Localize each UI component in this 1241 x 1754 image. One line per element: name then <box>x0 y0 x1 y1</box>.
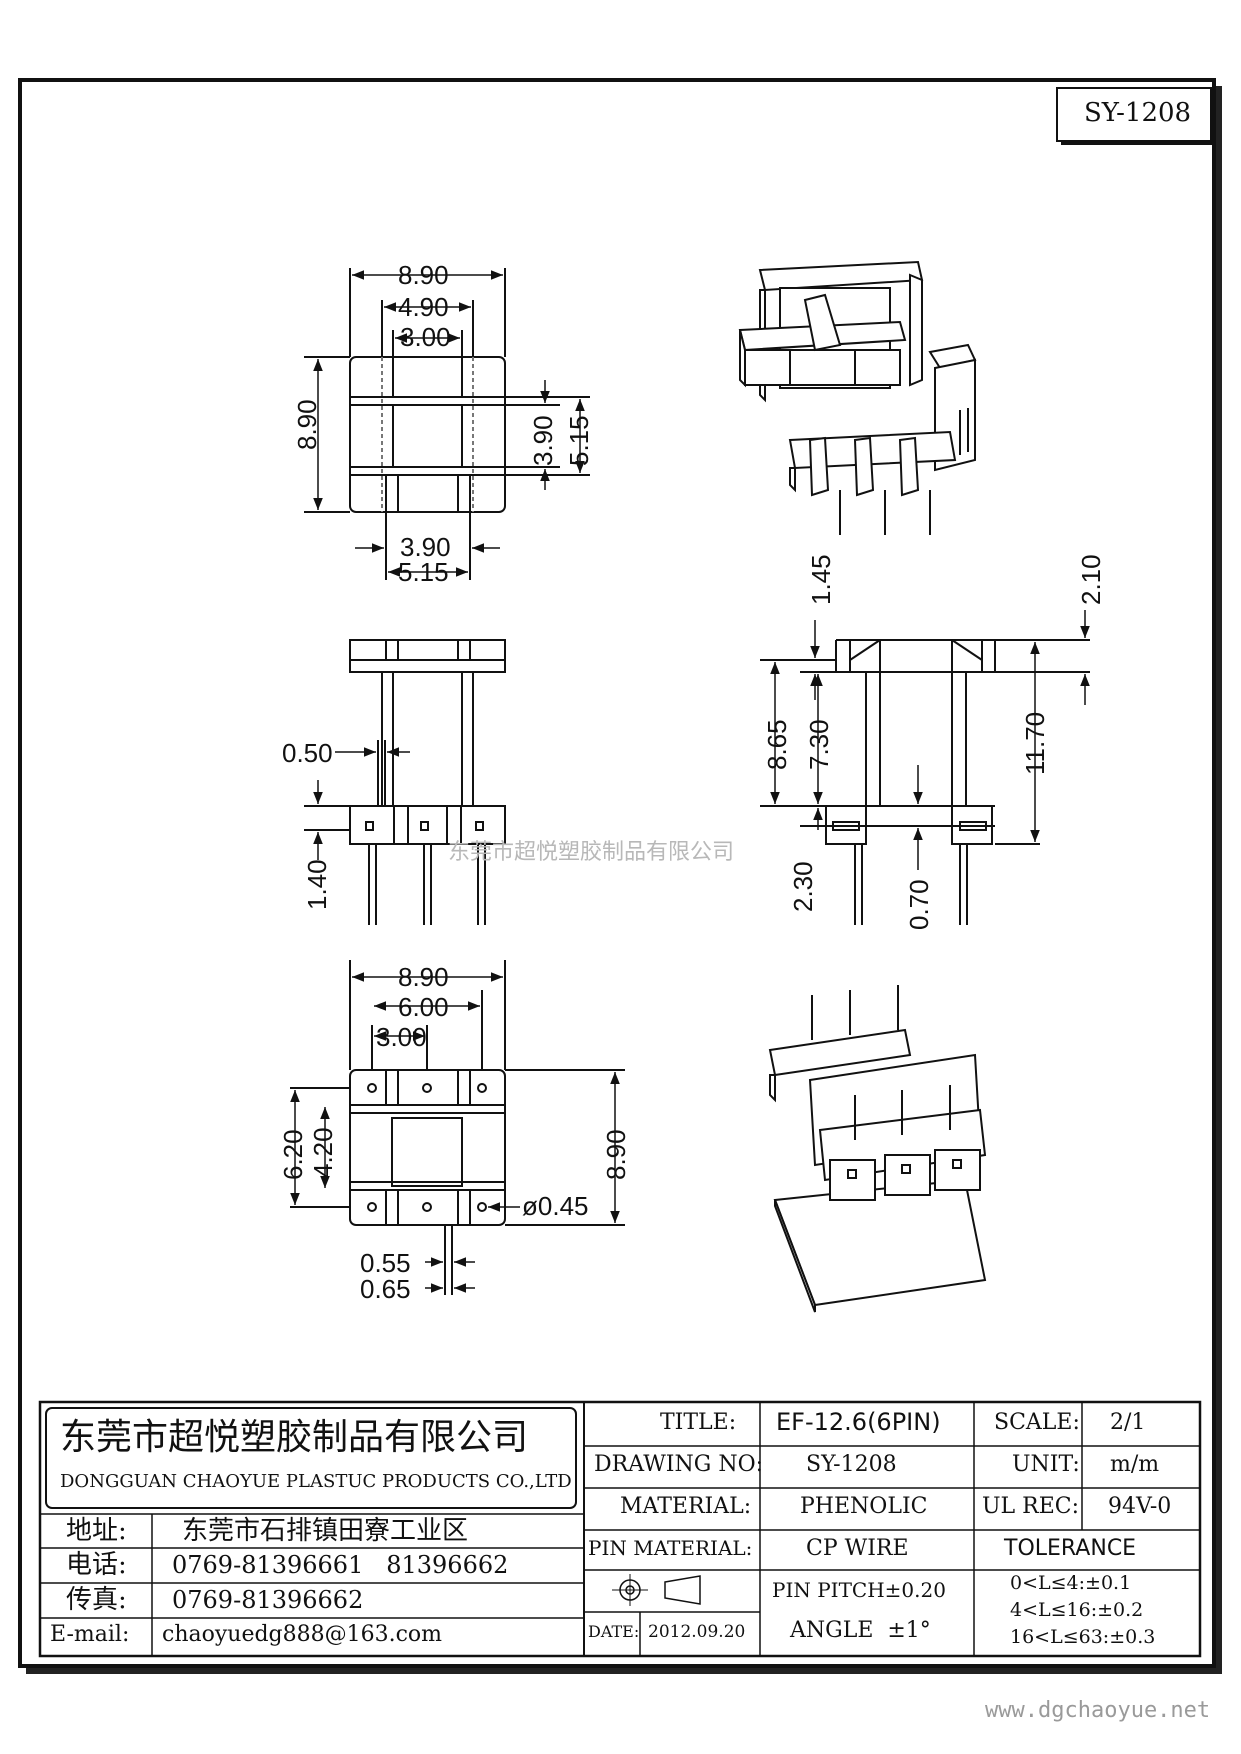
dim-top-bottom-outer: 5.15 <box>398 557 449 587</box>
dim-side-top-right: 2.10 <box>1076 554 1106 605</box>
dim-top-height-overall: 8.90 <box>292 399 322 450</box>
address-value: 东莞市石排镇田寮工业区 <box>182 1516 469 1546</box>
dim-side-foot: 0.70 <box>904 879 934 930</box>
dim-top-width-inner: 3.00 <box>400 322 451 352</box>
pin-material-label: PIN MATERIAL: <box>588 1536 753 1560</box>
tolerance-row-3: 16<L≤63:±0.3 <box>1010 1626 1156 1648</box>
tolerance-header: TOLERANCE <box>1004 1536 1137 1561</box>
side-view <box>760 639 1090 925</box>
drawing-number-box-text: SY-1208 <box>1084 98 1192 128</box>
phone-label: 电话: <box>66 1550 127 1580</box>
angle-tolerance: ANGLE ±1° <box>790 1618 931 1643</box>
dim-side-top-offset: 1.45 <box>806 554 836 605</box>
date-label: DATE: <box>588 1622 640 1641</box>
fax-label: 传真: <box>66 1585 127 1615</box>
dim-bottom-width-overall: 8.90 <box>398 962 449 992</box>
dim-bottom-pin-span: 6.00 <box>398 992 449 1022</box>
ul-rec-value: 94V-0 <box>1108 1494 1172 1519</box>
title-label: TITLE: <box>660 1410 737 1435</box>
drawing-number-box <box>1056 87 1212 142</box>
dim-front-pin-offset: 1.40 <box>302 859 332 910</box>
phone-value: 0769-81396661 81396662 <box>172 1551 509 1579</box>
company-name-cn: 东莞市超悦塑胶制品有限公司 <box>60 1417 529 1458</box>
dim-top-height-inner: 3.90 <box>528 415 558 466</box>
unit-label: UNIT: <box>1012 1452 1080 1477</box>
address-label: 地址: <box>66 1516 127 1546</box>
dim-side-height-b: 7.30 <box>804 719 834 770</box>
scale-value: 2/1 <box>1110 1410 1146 1435</box>
front-view-dimension-lines <box>313 747 410 860</box>
dim-top-height-outer: 5.15 <box>564 415 594 466</box>
bottom-view <box>290 960 625 1295</box>
date-value: 2012.09.20 <box>648 1622 746 1642</box>
title-value: EF-12.6(6PIN) <box>776 1408 941 1436</box>
dim-side-height-a: 8.65 <box>762 719 792 770</box>
dim-bottom-row-inner: 4.20 <box>308 1127 338 1178</box>
dim-bottom-hole-diameter: ø0.45 <box>522 1191 589 1221</box>
watermark: 东莞市超悦塑胶制品有限公司 <box>448 840 735 865</box>
tolerance-row-2: 4<L≤16:±0.2 <box>1010 1599 1144 1621</box>
scale-label: SCALE: <box>994 1410 1080 1435</box>
dim-bottom-row-span: 6.20 <box>278 1129 308 1180</box>
top-view <box>304 268 590 580</box>
bottom-view-dimension-lines <box>290 972 620 1293</box>
fax-value: 0769-81396662 <box>172 1586 364 1614</box>
material-value: PHENOLIC <box>800 1494 928 1519</box>
dim-top-width-overall: 8.90 <box>398 260 449 290</box>
pin-pitch-tolerance: PIN PITCH±0.20 <box>772 1578 946 1602</box>
title-block <box>38 1400 1202 1658</box>
footer-url[interactable]: www.dgchaoyue.net <box>985 1698 1211 1723</box>
front-view <box>304 639 506 925</box>
drawing-no-value: SY-1208 <box>806 1452 897 1477</box>
isometric-view-top <box>738 260 977 535</box>
company-name-en: DONGGUAN CHAOYUE PLASTUC PRODUCTS CO.,LT… <box>60 1471 572 1492</box>
side-view-dimension-lines <box>770 610 1090 870</box>
email-label: E-mail: <box>50 1622 130 1647</box>
isometric-view-bottom <box>768 985 987 1313</box>
dim-front-pin-width: 0.50 <box>282 738 333 768</box>
ul-rec-label: UL REC: <box>982 1494 1080 1519</box>
dim-side-base: 2.30 <box>788 861 818 912</box>
drawing-no-label: DRAWING NO: <box>594 1452 764 1477</box>
dim-bottom-pin-a: 0.55 <box>360 1248 411 1278</box>
pin-material-value: CP WIRE <box>806 1536 909 1561</box>
dim-bottom-pin-pitch: 3.00 <box>376 1022 427 1052</box>
material-label: MATERIAL: <box>620 1494 752 1519</box>
unit-value: m/m <box>1110 1452 1160 1477</box>
top-view-dimension-lines <box>313 270 585 577</box>
email-value: chaoyuedg888@163.com <box>162 1622 443 1647</box>
dim-top-width-mid: 4.90 <box>398 292 449 322</box>
dim-bottom-pin-b: 0.65 <box>360 1274 411 1304</box>
tolerance-row-1: 0<L≤4:±0.1 <box>1010 1572 1132 1594</box>
dim-side-height-overall: 11.70 <box>1020 711 1050 775</box>
dim-bottom-height-overall: 8.90 <box>601 1129 631 1180</box>
dim-top-bottom-inner: 3.90 <box>400 532 451 562</box>
